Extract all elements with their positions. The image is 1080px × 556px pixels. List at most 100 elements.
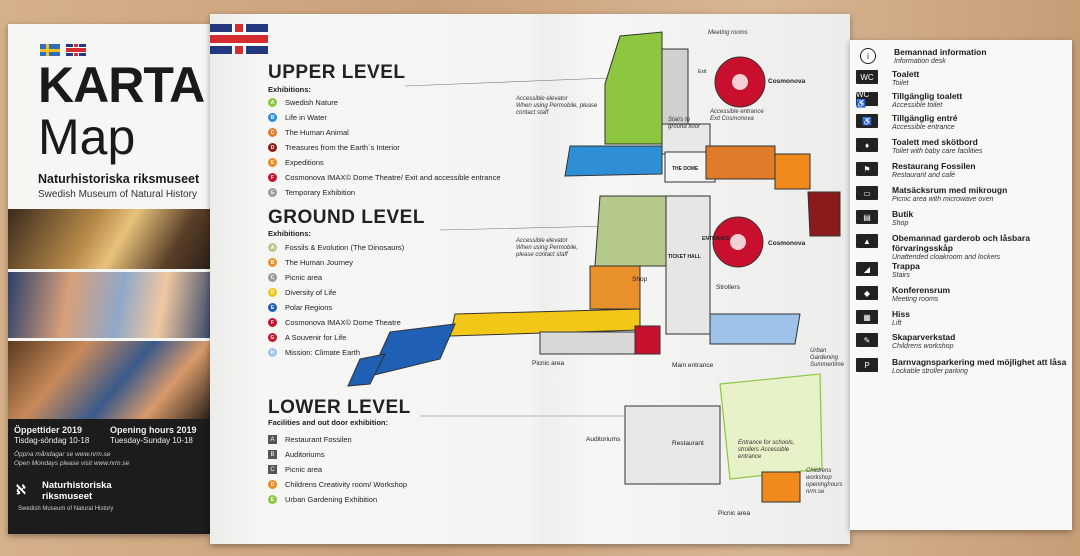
exit-label: Exit (698, 69, 707, 75)
legend-marker-g: G (268, 188, 277, 197)
upper-level-subtitle: Exhibitions: (268, 85, 311, 94)
legend-label: Life in Water (285, 113, 327, 122)
legend-marker-a: A (268, 435, 277, 444)
logo-line-3: Swedish Museum of Natural History (18, 506, 114, 512)
legend-text-sv: Toalett med skötbord (892, 137, 978, 147)
meeting-rooms-label: Meeting rooms (708, 30, 748, 36)
ground-h-climate (709, 313, 801, 345)
lower-legend-item[interactable]: B Auditoriums (268, 450, 325, 459)
cosmonova-upper-label: Cosmonova (768, 78, 806, 85)
picnic-lower-label: Picnic area (718, 510, 751, 517)
legend-label: Auditoriums (285, 450, 325, 459)
floor-plans (347, 31, 841, 503)
legend-marker-b: B (268, 258, 277, 267)
legend-label: The Human Animal (285, 128, 349, 137)
cover-photo-3 (8, 341, 210, 419)
legend-marker-f: F (268, 318, 277, 327)
restaurant-icon: ⚑ (856, 162, 878, 176)
legend-marker-a: A (268, 243, 277, 252)
legend-label: Restaurant Fossilen (285, 435, 352, 444)
legend-label: Fossils & Evolution (The Dinosaurs) (285, 243, 405, 252)
main-entrance-label: Main entrance (672, 362, 714, 369)
lower-level-subtitle: Facilities and out door exhibition: (268, 418, 389, 427)
legend-label: Expeditions (285, 158, 324, 167)
legend-text-en: Lockable stroller parking (892, 367, 968, 375)
upper-c-human-animal (705, 145, 776, 180)
swedish-flag-icon[interactable] (40, 44, 60, 56)
picnic-ground-label: Picnic area (532, 360, 565, 367)
ground-level-subtitle: Exhibitions: (268, 229, 311, 238)
dome-label: THE DOME (672, 166, 699, 172)
museum-name-sv: Naturhistoriska riksmuseet (38, 172, 200, 186)
ground-legend-item[interactable]: A Fossils & Evolution (The Dinosaurs) (268, 243, 404, 252)
legend-label: Polar Regions (285, 303, 333, 312)
lower-e-urban-garden (719, 373, 823, 480)
legend-text-sv: Trappa (892, 261, 920, 271)
legend-label: Treasures from the Earth´s Interior (285, 143, 400, 152)
strollers-label: Strollers (716, 284, 740, 291)
ground-legend-item[interactable]: H Mission: Climate Earth (268, 348, 360, 357)
lower-building (624, 405, 721, 485)
legend-marker-c: C (268, 128, 277, 137)
ground-hall (665, 195, 711, 335)
lower-d-workshop (761, 471, 801, 503)
uk-flag-icon[interactable] (66, 44, 86, 56)
childrens-workshop-note: Childrens workshop openinghours nrm.se (806, 468, 843, 495)
hours-note-en: Open Mondays please visit www.nrm.se (14, 460, 130, 467)
legend-text-sv: Obemannad garderob och låsbara förvaring… (892, 233, 1030, 253)
entrance-label: ENTRANCE (702, 236, 730, 242)
legend-label: A Souvenir for Life (285, 333, 347, 342)
cloakroom-icon: ▲ (856, 234, 878, 248)
lower-legend-item[interactable]: A Restaurant Fossilen (268, 435, 352, 444)
ground-e-polar (369, 323, 456, 377)
legend-label: Urban Gardening Exhibition (285, 495, 378, 504)
upper-e-expeditions (774, 153, 811, 190)
hours-en-title: Opening hours 2019 (110, 425, 197, 435)
cover-panel: KARTA Map Naturhistoriska riksmuseet Swe… (8, 24, 210, 534)
upper-legend-item[interactable]: C The Human Animal (268, 128, 349, 137)
legend-marker-c: C (268, 465, 277, 474)
legend-text-en: Toilet with baby care facilities (892, 147, 983, 155)
stroller-parking-icon: P (856, 358, 878, 372)
legend-marker-b: B (268, 450, 277, 459)
shop-label: Shop (632, 276, 648, 283)
legend-label: Mission: Climate Earth (285, 348, 361, 357)
legend-text-sv: Skaparverkstad (892, 332, 956, 342)
uk-flag-icon (210, 24, 268, 54)
auditoriums-map-label: Auditoriums (586, 436, 621, 443)
cover-title-map: Map (38, 109, 136, 165)
ground-b-human-journey (589, 265, 641, 310)
legend-text-sv: Toalett (892, 69, 920, 79)
legend-marker-h: H (268, 348, 277, 357)
